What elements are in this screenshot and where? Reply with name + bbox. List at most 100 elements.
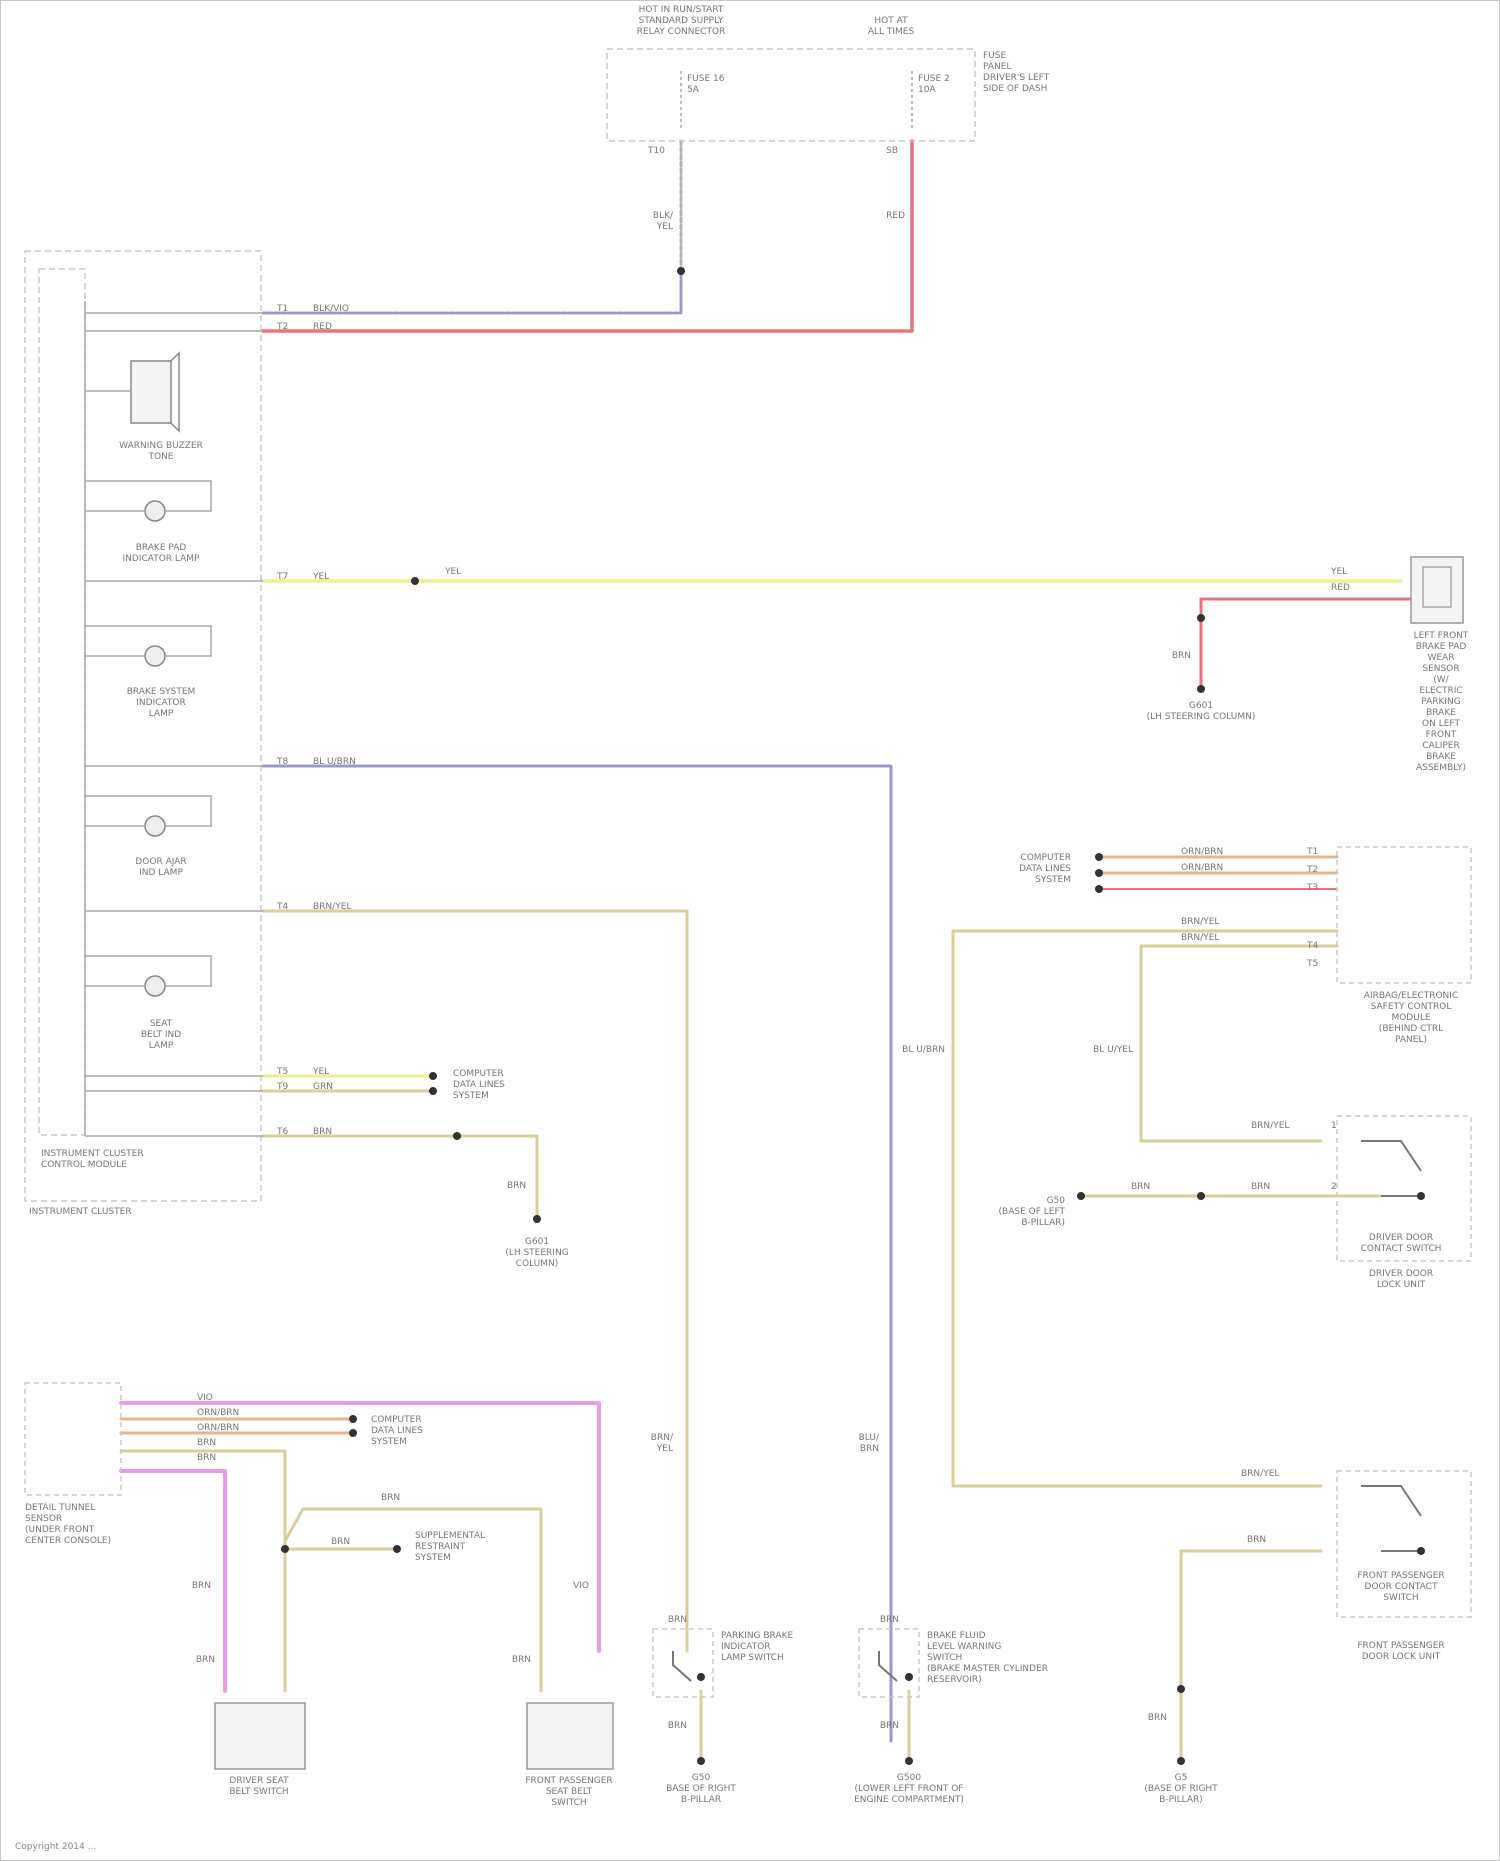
fluid-switch-contact xyxy=(879,1651,897,1681)
pass-wire-top: BRN/YEL xyxy=(1241,1469,1279,1480)
driver-buckle-box xyxy=(215,1703,305,1769)
wire-red-sensor xyxy=(1201,599,1411,689)
fuse-wire-a: BLK/ YEL xyxy=(653,211,673,233)
airbag-pin-0: T1 xyxy=(1307,847,1318,858)
fluid-wire-in: BLU/ BRN xyxy=(859,1433,879,1455)
parking-wire-out1: BRN xyxy=(668,1615,687,1626)
door-ajar-lamp-label: DOOR AJAR IND LAMP xyxy=(135,857,186,879)
airbag-label: AIRBAG/ELECTRONIC SAFETY CONTROL MODULE … xyxy=(1364,991,1458,1046)
airbag-data-dot-3 xyxy=(1095,885,1103,893)
brake-pad-lamp xyxy=(145,501,165,521)
airbag-pin-2: T3 xyxy=(1307,883,1318,894)
cluster-pin-p5: T4 xyxy=(277,902,288,913)
fuse-a-label: FUSE 16 5A xyxy=(687,74,724,96)
driver-switch-label: DRIVER DOOR CONTACT SWITCH xyxy=(1361,1233,1442,1255)
seat-wire-3: BRN xyxy=(197,1438,216,1449)
seat-wire-1: ORN/BRN xyxy=(197,1408,239,1419)
seat-wire-4: BRN xyxy=(197,1453,216,1464)
seat-belt-lamp-label: SEAT BELT IND LAMP xyxy=(141,1019,181,1052)
cluster-data-lines-label: COMPUTER DATA LINES SYSTEM xyxy=(453,1069,505,1102)
cluster-module-box xyxy=(39,269,85,1135)
fluid-dot-a xyxy=(905,1673,913,1681)
airbag-wire-0: ORN/BRN xyxy=(1181,847,1223,858)
fuse-pin-b: SB xyxy=(886,146,898,157)
driver-switch-dot xyxy=(1417,1192,1425,1200)
seat-belt-lamp xyxy=(145,976,165,996)
driver-wire-bot1: BRN xyxy=(1131,1182,1150,1193)
driver-ground-label: G50 (BASE OF LEFT B-PILLAR) xyxy=(999,1196,1065,1229)
seat-data-label: COMPUTER DATA LINES SYSTEM xyxy=(371,1415,423,1448)
fluid-wire-out2: BRN xyxy=(880,1721,899,1732)
airbag-wire-3: BRN/YEL xyxy=(1181,933,1219,944)
cluster-ground-dot xyxy=(533,1215,541,1223)
cluster-pin-p8: T6 xyxy=(277,1127,288,1138)
pass-switch-label: FRONT PASSENGER DOOR CONTACT SWITCH xyxy=(1357,1571,1444,1604)
fuse-side-note: FUSE PANEL DRIVER'S LEFT SIDE OF DASH xyxy=(983,51,1049,95)
wire-airbag-driver xyxy=(1141,946,1337,1141)
cluster-pin-p7: T9 xyxy=(277,1082,288,1093)
yellow-splice xyxy=(411,577,419,585)
cluster-wire-w4: BL U/BRN xyxy=(313,757,356,768)
fluid-ground-label: G500 (LOWER LEFT FRONT OF ENGINE COMPART… xyxy=(854,1773,964,1806)
buzzer-symbol xyxy=(131,361,171,423)
driver-switch-sub: DRIVER DOOR LOCK UNIT xyxy=(1369,1269,1433,1291)
sensor-wire-yel: YEL xyxy=(1331,567,1347,578)
seat-data-dot-1 xyxy=(349,1415,357,1423)
copyright-footer: Copyright 2014 ... xyxy=(15,1842,96,1852)
airbag-pin-4: T5 xyxy=(1307,959,1318,970)
fuse-a-splice xyxy=(677,267,685,275)
cluster-pin-p1: T1 xyxy=(277,304,288,315)
seat-w-a: BRN xyxy=(196,1655,215,1666)
parking-dot-a xyxy=(697,1673,705,1681)
driver-pin-bot: 2 xyxy=(1331,1182,1337,1193)
seat-splice xyxy=(281,1545,289,1553)
sensor-ground-wire: BRN xyxy=(1172,651,1191,662)
cluster-wire-w2: RED xyxy=(313,322,332,333)
wire-seat-brn2 xyxy=(285,1509,541,1691)
parking-switch-box xyxy=(653,1629,713,1697)
fuse-wire-b: RED xyxy=(886,211,905,222)
pass-ground-splice xyxy=(1177,1685,1185,1693)
cluster-wire-w5: BRN/YEL xyxy=(313,902,351,913)
airbag-data-dot-2 xyxy=(1095,869,1103,877)
sensor-ground-dot xyxy=(1197,685,1205,693)
pass-switch-contact xyxy=(1361,1486,1421,1516)
fluid-ground-dot xyxy=(905,1757,913,1765)
fuse-hot-label: HOT AT ALL TIMES xyxy=(868,16,914,38)
parking-wire-out2: BRN xyxy=(668,1721,687,1732)
wire-cluster-ground xyxy=(263,1136,537,1219)
driver-switch-contact xyxy=(1361,1141,1421,1171)
seat-wire-2: ORN/BRN xyxy=(197,1423,239,1434)
cluster-module-label: INSTRUMENT CLUSTER CONTROL MODULE xyxy=(41,1149,144,1171)
cluster-pin-p6: T5 xyxy=(277,1067,288,1078)
wire-red-feed xyxy=(263,141,912,331)
wire-pass-ground xyxy=(1181,1551,1321,1761)
data-dot-1 xyxy=(429,1072,437,1080)
cluster-pin-p3: T7 xyxy=(277,572,288,583)
airbag-data-label: COMPUTER DATA LINES SYSTEM xyxy=(1019,853,1071,886)
driver-wire-top: BRN/YEL xyxy=(1251,1121,1289,1132)
parking-switch-contact xyxy=(673,1651,691,1681)
airbag-data-dot-1 xyxy=(1095,853,1103,861)
driver-buckle-label: DRIVER SEAT BELT SWITCH xyxy=(229,1776,288,1798)
pass-ground-label: G5 (BASE OF RIGHT B-PILLAR) xyxy=(1144,1773,1217,1806)
fuse-title: HOT IN RUN/START STANDARD SUPPLY RELAY C… xyxy=(637,5,726,38)
cluster-wire-w1: BLK/VIO xyxy=(313,304,349,315)
pass-buckle-label: FRONT PASSENGER SEAT BELT SWITCH xyxy=(525,1776,612,1809)
seat-sensor-label: DETAIL TUNNEL SENSOR (UNDER FRONT CENTER… xyxy=(25,1503,111,1547)
seat-w-d: VIO xyxy=(573,1581,589,1592)
driver-mid-dot xyxy=(1197,1192,1205,1200)
pass-switch-sub: FRONT PASSENGER DOOR LOCK UNIT xyxy=(1357,1641,1444,1663)
door-ajar-lamp xyxy=(145,816,165,836)
airbag-pin-1: T2 xyxy=(1307,865,1318,876)
parking-ground-label: G50 BASE OF RIGHT B-PILLAR xyxy=(666,1773,736,1806)
cluster-pin-p4: T8 xyxy=(277,757,288,768)
pass-wire-bot: BRN xyxy=(1247,1535,1266,1546)
pass-switch-dot xyxy=(1417,1547,1425,1555)
cluster-ground-splice xyxy=(453,1132,461,1140)
pass-ground-dot xyxy=(1177,1757,1185,1765)
seat-mid-wire: BRN xyxy=(331,1537,350,1548)
seat-mid-dot xyxy=(393,1545,401,1553)
